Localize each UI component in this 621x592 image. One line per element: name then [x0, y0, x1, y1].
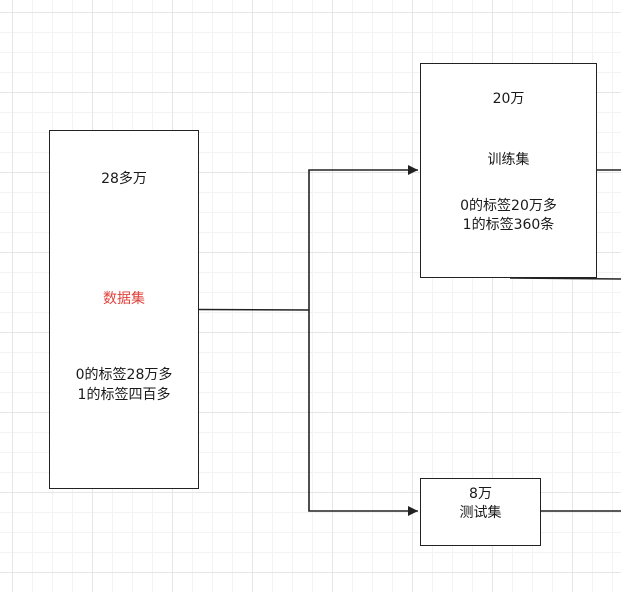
train-label-1: 1的标签360条 — [462, 217, 555, 233]
dataset-title: 数据集 — [103, 291, 145, 307]
edge-to-test-arrow — [308, 310, 418, 516]
edge-train-bottom-out — [509, 277, 621, 280]
test-title: 测试集 — [459, 505, 502, 521]
dataset-node[interactable]: 28多万 数据集 0的标签28万多 1的标签四百多 — [49, 130, 199, 489]
test-count: 8万 — [469, 486, 492, 502]
train-count: 20万 — [492, 91, 525, 107]
dataset-label-1: 1的标签四百多 — [77, 387, 171, 403]
test-node[interactable]: 8万 测试集 — [420, 478, 541, 546]
dataset-count: 28多万 — [101, 171, 147, 187]
dataset-label-0: 0的标签28万多 — [75, 367, 173, 383]
train-title: 训练集 — [487, 152, 530, 168]
train-node[interactable]: 20万 训练集 0的标签20万多 1的标签360条 — [420, 63, 597, 278]
train-label-0: 0的标签20万多 — [460, 198, 557, 214]
edge-dataset-trunk — [197, 308, 310, 311]
edge-to-train-arrow — [308, 165, 418, 310]
